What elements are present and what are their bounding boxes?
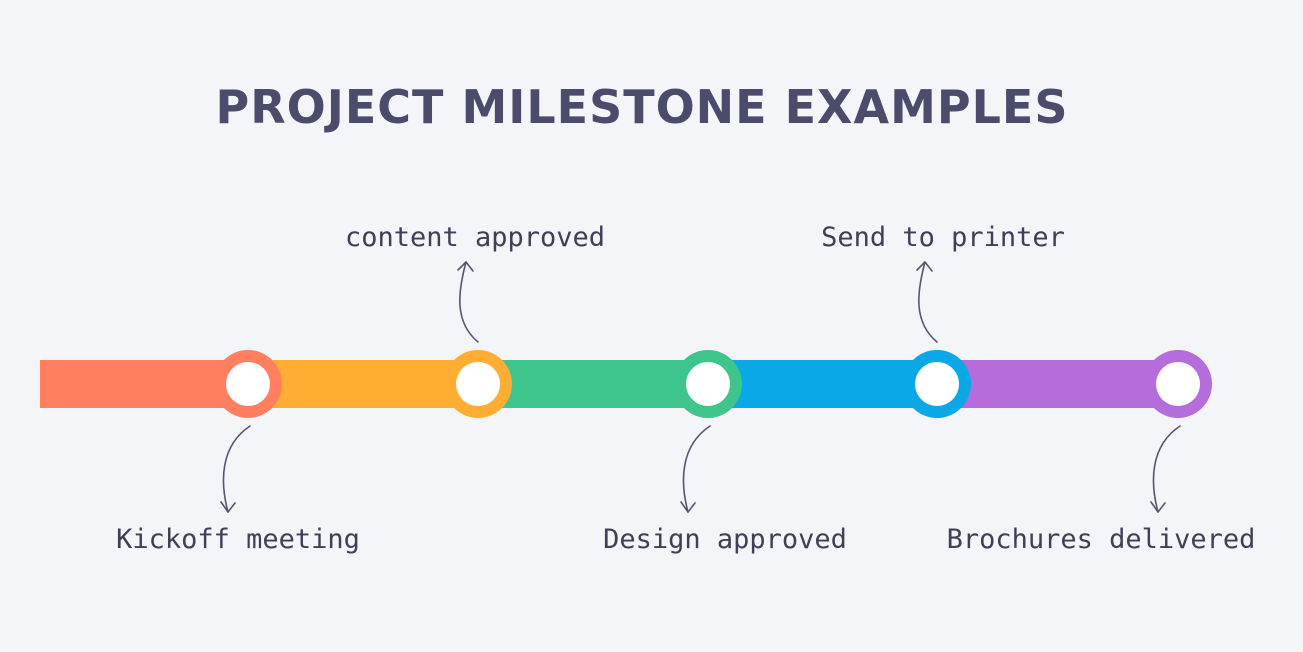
arrow-3 xyxy=(682,425,711,513)
milestone-node-5 xyxy=(1144,350,1212,418)
milestone-label-1: Kickoff meeting xyxy=(116,524,360,555)
timeline-segment-4 xyxy=(708,360,937,408)
timeline-segment-3 xyxy=(478,360,708,408)
timeline-segment-1 xyxy=(40,360,248,408)
milestone-node-4 xyxy=(903,350,971,418)
timeline-segment-2 xyxy=(248,360,478,408)
milestone-center xyxy=(1156,362,1200,406)
milestone-center xyxy=(226,362,270,406)
milestone-center xyxy=(915,362,959,406)
arrow-2 xyxy=(459,261,479,343)
arrow-1 xyxy=(222,425,251,513)
timeline-segment-5 xyxy=(937,360,1178,408)
page-title: PROJECT MILESTONE EXAMPLES xyxy=(216,80,1069,134)
milestone-node-2 xyxy=(444,350,512,418)
milestone-label-2: content approved xyxy=(345,222,605,253)
milestone-node-3 xyxy=(674,350,742,418)
arrowhead-3 xyxy=(680,501,696,513)
milestone-label-5: Brochures delivered xyxy=(947,524,1256,555)
timeline-bar xyxy=(40,360,1178,408)
milestone-label-3: Design approved xyxy=(603,524,847,555)
milestone-node-1 xyxy=(214,350,282,418)
connector-arrows xyxy=(220,261,1181,513)
arrowhead-1 xyxy=(220,501,236,513)
arrow-4 xyxy=(918,261,938,343)
milestone-label-4: Send to printer xyxy=(821,222,1065,253)
arrowhead-2 xyxy=(457,261,474,272)
milestone-nodes xyxy=(214,350,1212,418)
arrowhead-4 xyxy=(916,261,933,272)
milestone-center xyxy=(686,362,730,406)
arrow-5 xyxy=(1152,425,1181,513)
milestone-center xyxy=(456,362,500,406)
arrowhead-5 xyxy=(1150,501,1166,513)
